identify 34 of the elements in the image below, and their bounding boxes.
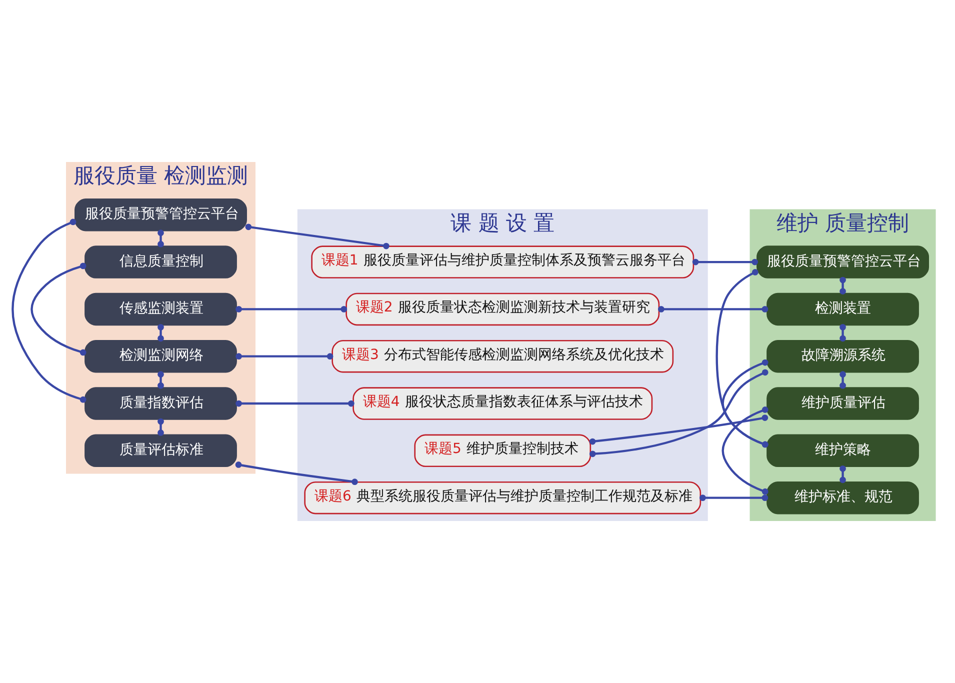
node-box: 维护标准、规范 <box>766 481 919 514</box>
node-box: 课题2 服役质量状态检测监测新技术与装置研究 <box>346 292 660 326</box>
connector <box>235 462 358 485</box>
connector <box>245 224 390 250</box>
node-box: 故障溯源系统 <box>766 340 919 373</box>
connector <box>236 353 334 360</box>
node-box: 服役质量预警管控云平台 <box>74 198 247 232</box>
node-box: 质量评估标准 <box>84 434 237 468</box>
node-box: 课题6 典型系统服役质量评估与维护质量控制工作规范及标准 <box>304 481 702 514</box>
connector <box>722 406 768 495</box>
node-box: 质量指数评估 <box>84 387 237 420</box>
connector <box>589 369 768 458</box>
node-box: 信息质量控制 <box>84 246 237 278</box>
connector <box>692 258 758 266</box>
connector <box>716 269 768 448</box>
node-box: 课题4 服役状态质量指数表征体系与评估技术 <box>352 387 653 420</box>
node-box: 检测监测网络 <box>84 340 237 373</box>
connector <box>722 359 768 448</box>
connector <box>236 400 354 407</box>
connector <box>236 306 348 312</box>
node-box: 维护策略 <box>766 434 919 468</box>
node-box: 服役质量预警管控云平台 <box>756 246 929 278</box>
node-box: 检测装置 <box>766 292 919 326</box>
node-box: 课题1 服役质量评估与维护质量控制体系及预警云服务平台 <box>311 246 694 278</box>
node-box: 课题3 分布式智能传感检测监测网络系统及优化技术 <box>332 340 674 373</box>
connector <box>700 494 768 501</box>
connector <box>12 218 86 403</box>
node-box: 课题5 维护质量控制技术 <box>414 434 592 468</box>
connector <box>30 262 86 356</box>
connector <box>840 465 846 484</box>
connector <box>589 414 768 445</box>
node-box: 传感监测装置 <box>84 292 237 326</box>
node-box: 维护质量评估 <box>766 387 919 420</box>
connector <box>658 306 768 312</box>
